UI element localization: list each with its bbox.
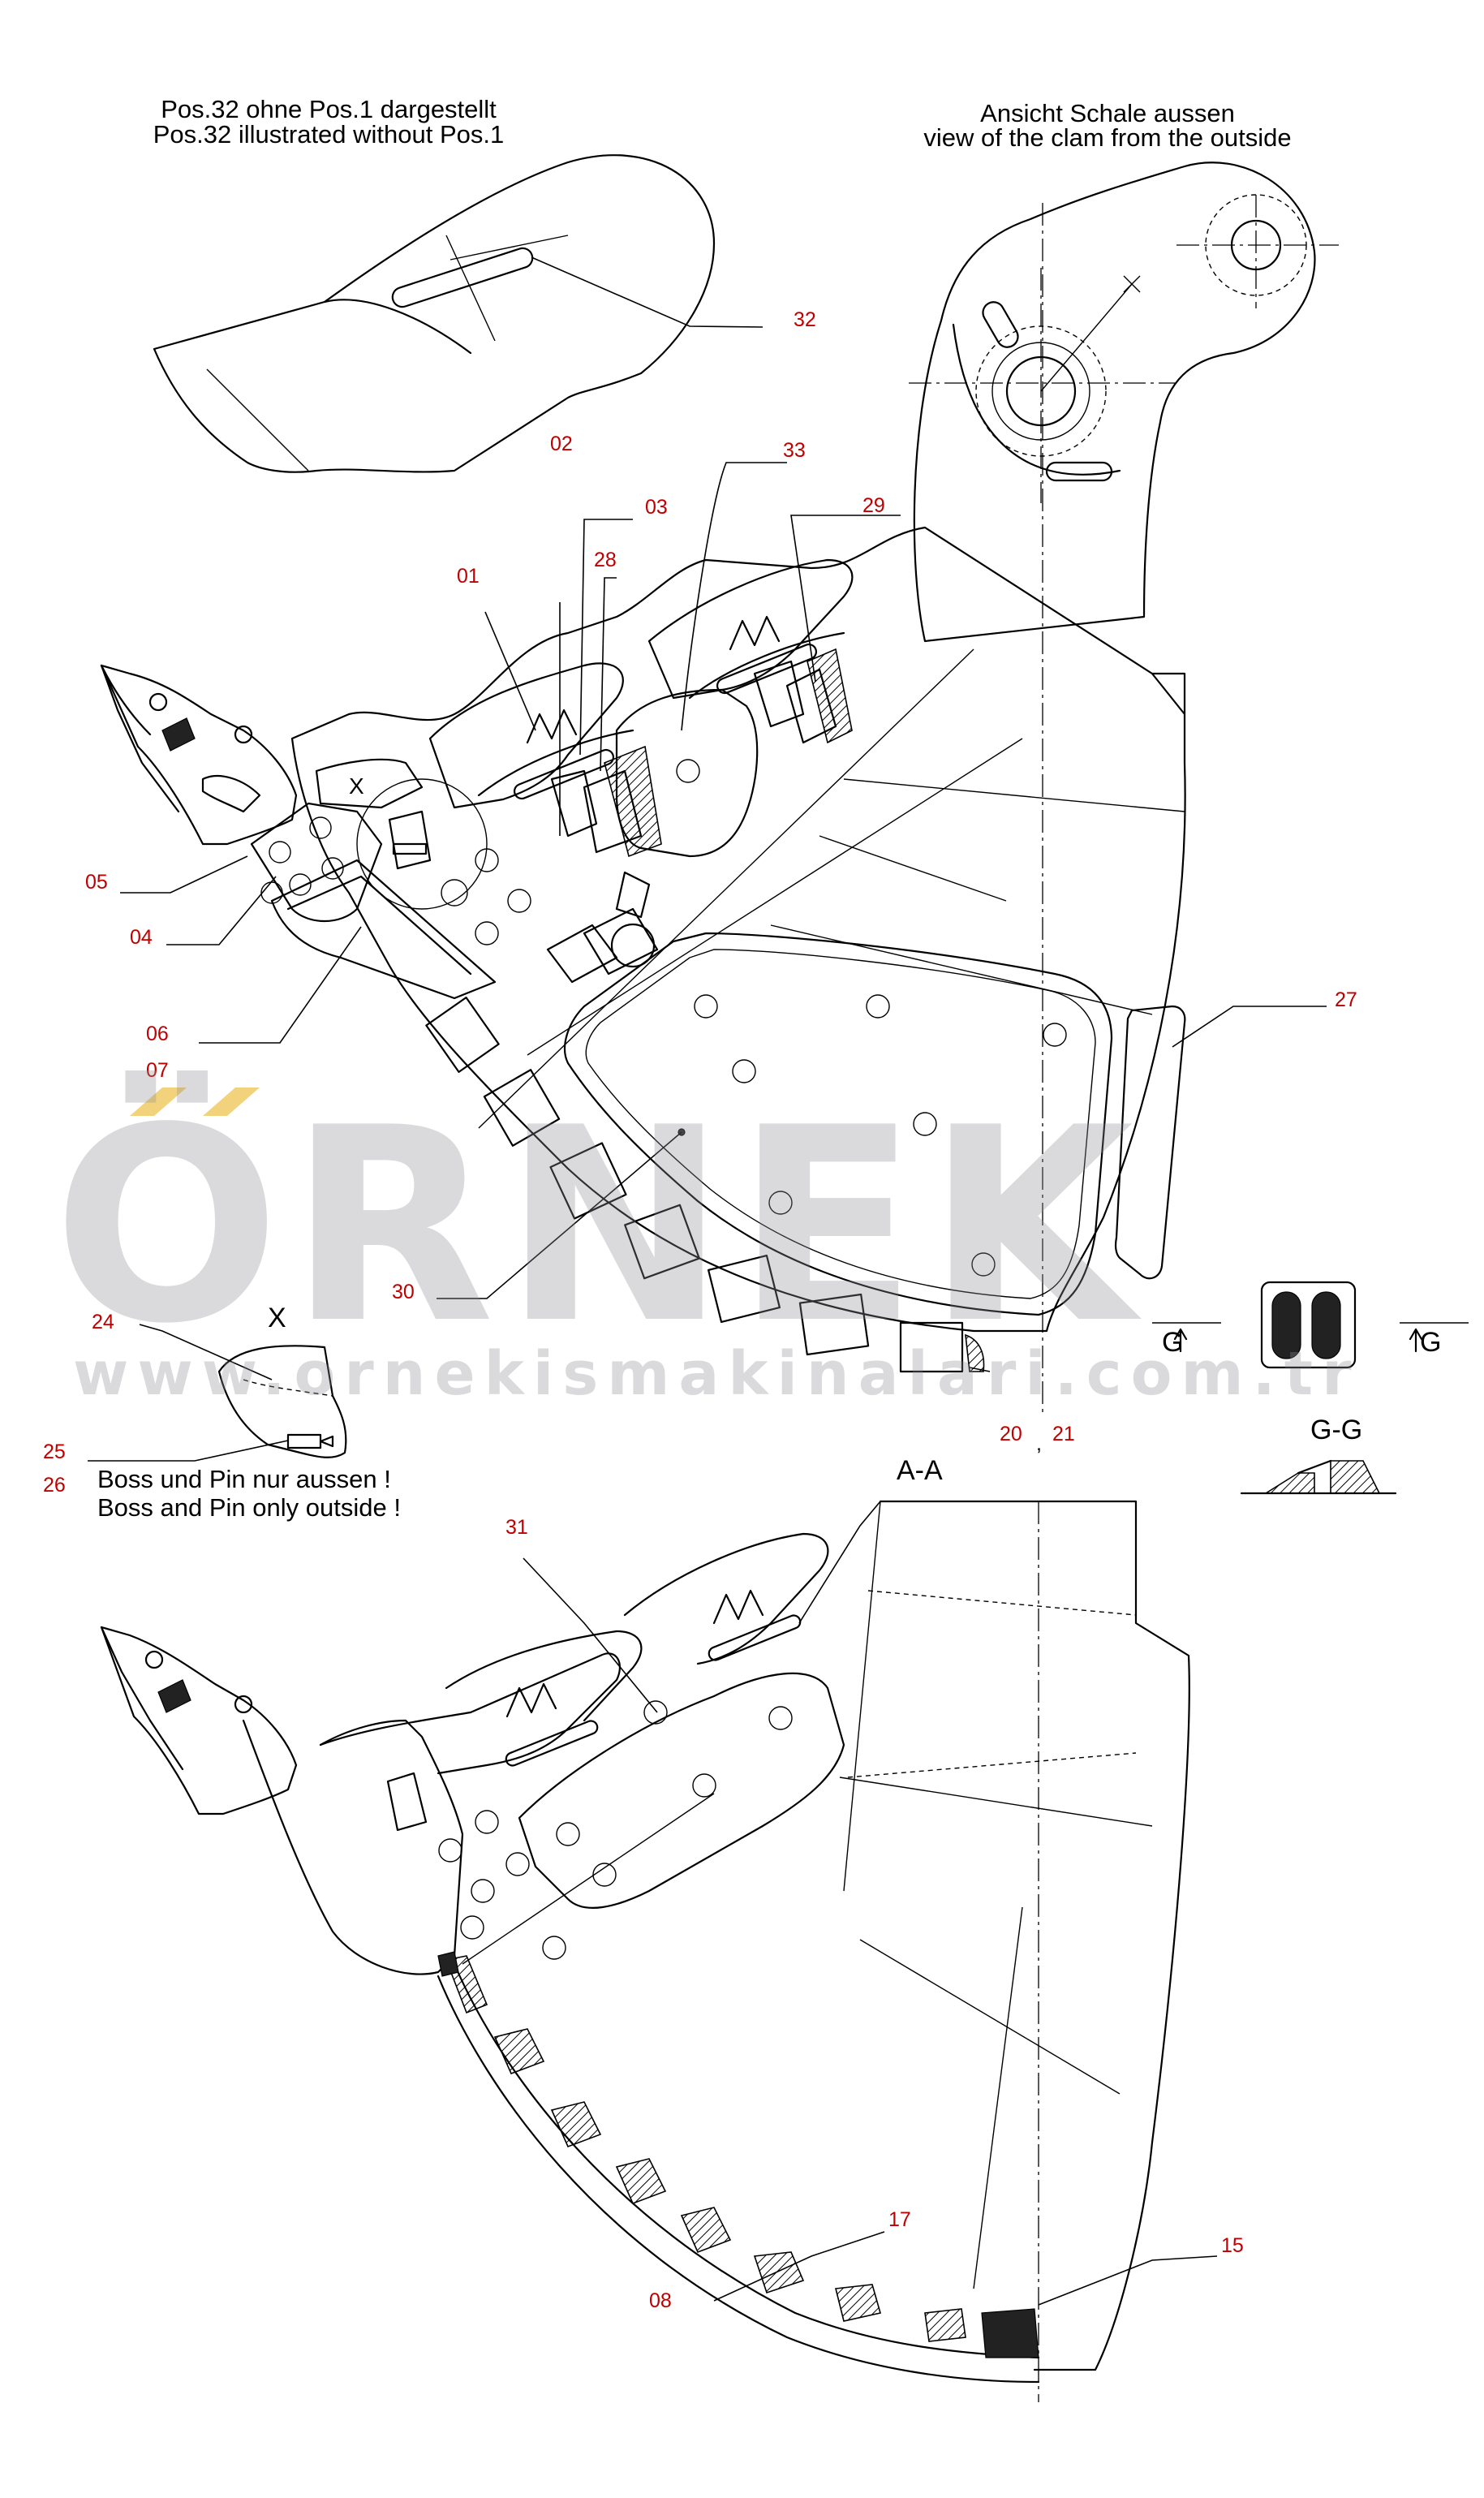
leader-lines — [88, 256, 1327, 2306]
watermark-accent-right — [203, 1087, 260, 1116]
section-g-left-label: G — [1162, 1327, 1183, 1358]
pos-label-06: 06 — [146, 1023, 169, 1045]
note-pos32-en: Pos.32 illustrated without Pos.1 — [153, 120, 505, 149]
position-labels: 32 02 33 03 29 01 28 05 04 06 07 27 30 2… — [43, 308, 1357, 2312]
cutting-edge-segments — [425, 997, 985, 1373]
pos-label-07: 07 — [146, 1059, 169, 1082]
note-pos32-de: Pos.32 ohne Pos.1 dargestellt — [161, 95, 497, 123]
section-a-a — [100, 1500, 1190, 2402]
section-a-a-label: A-A — [897, 1455, 943, 1486]
detail-x — [217, 1345, 347, 1458]
pos-label-24: 24 — [92, 1311, 114, 1333]
detail-x-label: X — [268, 1303, 286, 1333]
pos-label-comma: , — [1036, 1432, 1042, 1455]
pos-label-01: 01 — [457, 565, 480, 588]
section-segments — [437, 1951, 1039, 2358]
pos-label-27: 27 — [1335, 988, 1357, 1011]
pos-label-02: 02 — [550, 433, 573, 455]
pos-label-20: 20 — [1000, 1423, 1022, 1445]
section-g-right-label: G — [1420, 1327, 1441, 1358]
pos-label-05: 05 — [85, 871, 108, 894]
pos-label-33: 33 — [783, 439, 806, 462]
note-boss-en: Boss and Pin only outside ! — [97, 1493, 401, 1522]
pos-label-25: 25 — [43, 1441, 66, 1463]
watermark: ÖRNEK www.ornekismakinalari.com.tr — [53, 1068, 1361, 1409]
pos-label-29: 29 — [862, 494, 885, 517]
pos-label-21: 21 — [1052, 1423, 1075, 1445]
main-clam-outside-view — [100, 162, 1339, 1412]
section-g-g-label: G-G — [1310, 1415, 1362, 1445]
pos-label-04: 04 — [130, 926, 153, 949]
pos-label-03: 03 — [645, 496, 668, 519]
pos32-wear-plate — [153, 154, 716, 473]
pos-label-15: 15 — [1221, 2234, 1244, 2257]
section-g — [1152, 1281, 1469, 1495]
pos-label-31: 31 — [505, 1516, 528, 1539]
watermark-url: www.ornekismakinalari.com.tr — [73, 1339, 1361, 1409]
note-outside-en: view of the clam from the outside — [923, 123, 1291, 152]
pos-label-17: 17 — [888, 2208, 911, 2231]
pos-label-26: 26 — [43, 1474, 66, 1497]
watermark-brand: ÖRNEK — [53, 1068, 1143, 1382]
pos-label-28: 28 — [594, 549, 617, 571]
note-outside-de: Ansicht Schale aussen — [980, 99, 1235, 127]
pos-label-32: 32 — [794, 308, 816, 331]
note-boss-de: Boss und Pin nur aussen ! — [97, 1465, 391, 1493]
pos-label-30: 30 — [392, 1281, 415, 1303]
pos-label-08: 08 — [649, 2289, 672, 2312]
watermark-accent-left — [130, 1087, 187, 1116]
detail-x-marker-label: X — [349, 773, 364, 799]
